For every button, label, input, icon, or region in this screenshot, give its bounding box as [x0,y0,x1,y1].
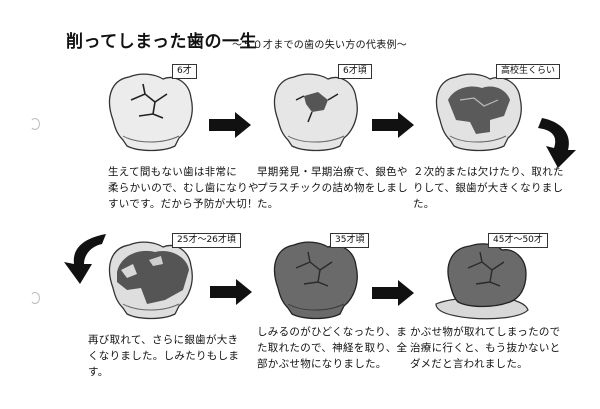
page-title: 削ってしまった歯の一生 [66,32,257,52]
caption-line: た。 [257,198,279,210]
stage-caption: かぶせ物が取れてしまったので 治療に行くと、もう抜かないと ダメだと言われました… [410,324,560,372]
caption-line: 柔らかいので、むし歯になりや [108,182,259,194]
stage-caption: 生えて間もない歯は非常に 柔らかいので、むし歯になりや すいです。だから予防が大… [108,164,259,212]
caption-line: くなりました。しみたりもしま [88,350,240,362]
binder-hole [30,292,40,304]
tooth-bigger-silver-illustration [108,241,193,320]
tooth-small-filling-illustration [273,73,358,152]
binder-hole [30,118,40,130]
caption-line: た。 [413,198,435,210]
tooth-large-silver-illustration [435,73,522,152]
curved-arrow-down-icon [538,118,576,168]
caption-line: た取れたので、神経を取り、全 [257,342,408,354]
caption-line: かぶせ物が取れてしまったので [410,326,561,338]
stage-label: 45才～50才 [488,233,548,248]
caption-line: プラスチックの詰め物をしまし [257,182,408,194]
caption-line: 部かぶせ物になりました。 [257,358,387,370]
stage-caption: ２次的または欠けたり、取れた りして、銀歯が大きくなりまし た。 [413,164,564,212]
tooth-full-crown-illustration [273,241,358,320]
stage-label: 高校生くらい [496,64,561,79]
stage-label: 6才頃 [338,64,372,79]
caption-line: 早期発見・早期治療で、銀色や [257,166,408,178]
stage-label: 35才頃 [330,233,370,248]
right-arrow-icon [210,279,252,305]
stage-label: 6才 [172,64,197,79]
caption-line: ２次的または欠けたり、取れた [413,166,564,178]
caption-line: りして、銀歯が大きくなりまし [413,182,564,194]
right-arrow-icon [372,280,414,306]
stage-caption: しみるのがひどくなったり、ま た取れたので、神経を取り、全 部かぶせ物になりまし… [257,324,407,372]
caption-line: しみるのがひどくなったり、ま [257,326,408,338]
right-arrow-icon [372,112,414,138]
caption-line: 生えて間もない歯は非常に [108,166,238,178]
caption-line: ダメだと言われました。 [410,358,528,370]
caption-line: すいです。だから予防が大切！ [108,198,258,210]
stage-caption: 早期発見・早期治療で、銀色や プラスチックの詰め物をしまし た。 [257,164,408,212]
page-subtitle: ～５０才までの歯の失い方の代表例～ [232,40,408,51]
stage-caption: 再び取れて、さらに銀歯が大き くなりました。しみたりもしま す。 [88,332,239,380]
caption-line: す。 [88,366,109,378]
caption-line: 再び取れて、さらに銀歯が大き [88,334,239,346]
right-arrow-icon [209,112,251,138]
tooth-crown-off-illustration [435,243,529,320]
caption-line: 治療に行くと、もう抜かないと [410,342,561,354]
curved-arrow-left-icon [64,234,106,284]
stage-label: 25才～26才頃 [172,233,241,248]
tooth-healthy-illustration [108,73,193,152]
